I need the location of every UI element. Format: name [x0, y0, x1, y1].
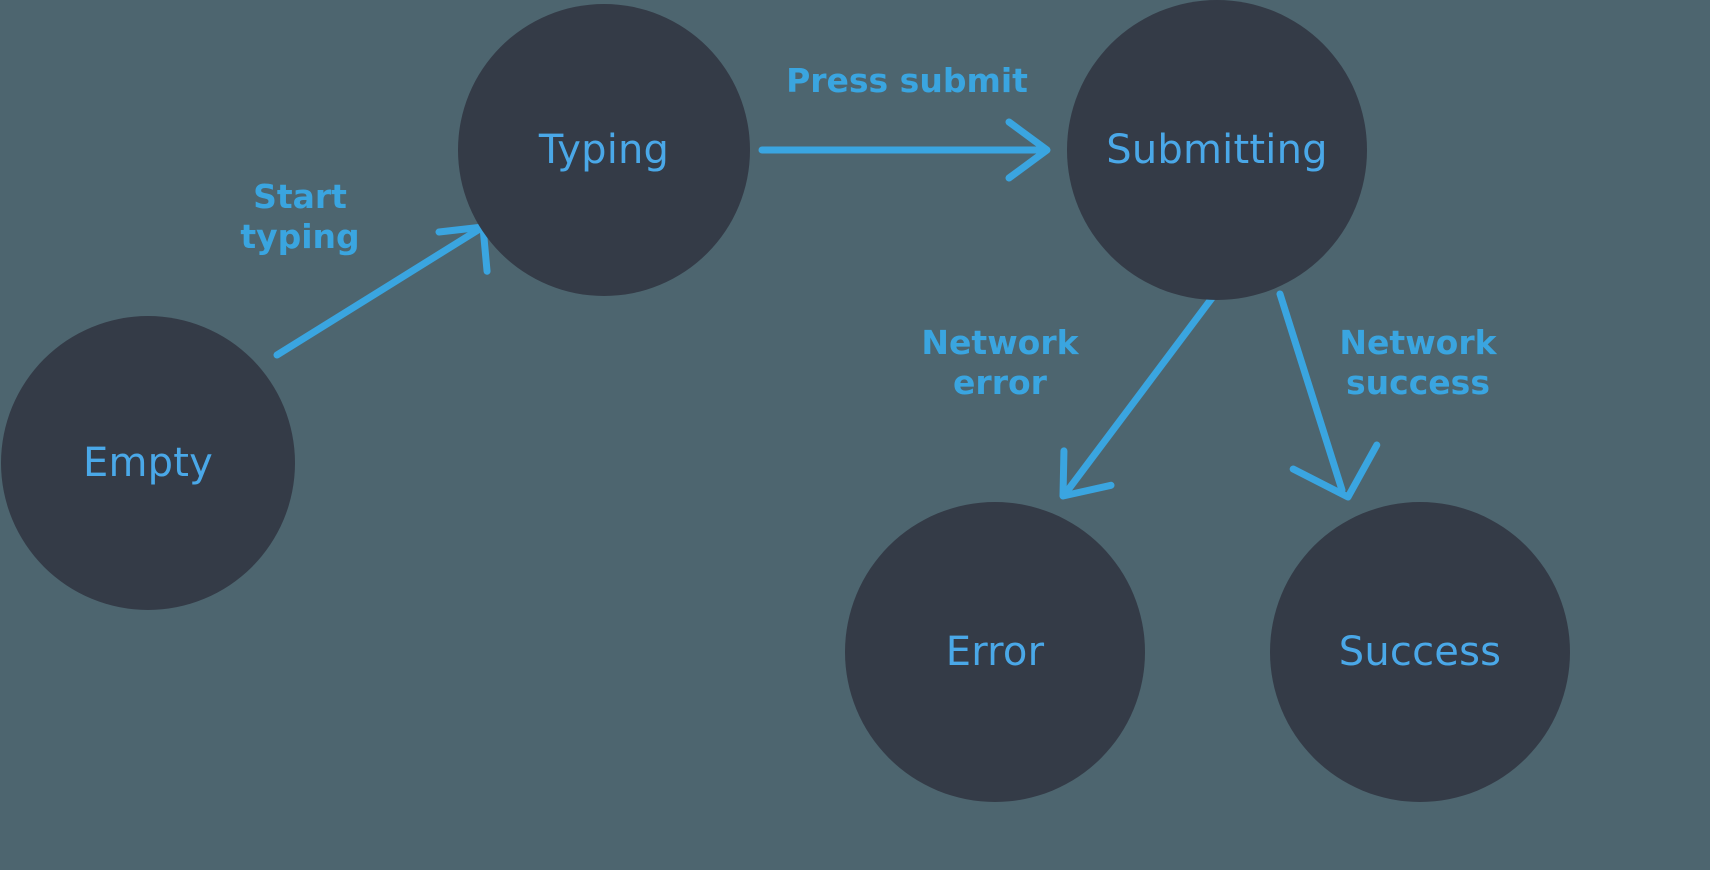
- state-node-error[interactable]: Error: [845, 502, 1145, 802]
- edge-submitting-to-error: [1059, 294, 1216, 500]
- edge-label-network-success: Network success: [1339, 322, 1497, 402]
- state-node-empty[interactable]: Empty: [1, 316, 295, 610]
- state-node-success[interactable]: Success: [1270, 502, 1570, 802]
- state-label-error: Error: [945, 629, 1045, 675]
- edge-label-start-typing: Start typing: [240, 176, 360, 256]
- state-node-typing[interactable]: Typing: [458, 4, 750, 296]
- state-label-typing: Typing: [538, 127, 670, 173]
- edge-label-network-error: Network error: [921, 322, 1079, 402]
- state-label-empty: Empty: [83, 440, 213, 486]
- edge-label-press-submit: Press submit: [786, 60, 1028, 100]
- edge-typing-to-submitting: [758, 118, 1051, 182]
- state-label-success: Success: [1338, 629, 1502, 675]
- edge-submitting-to-success: [1276, 290, 1381, 501]
- state-label-submitting: Submitting: [1106, 127, 1328, 173]
- state-node-submitting[interactable]: Submitting: [1067, 0, 1367, 300]
